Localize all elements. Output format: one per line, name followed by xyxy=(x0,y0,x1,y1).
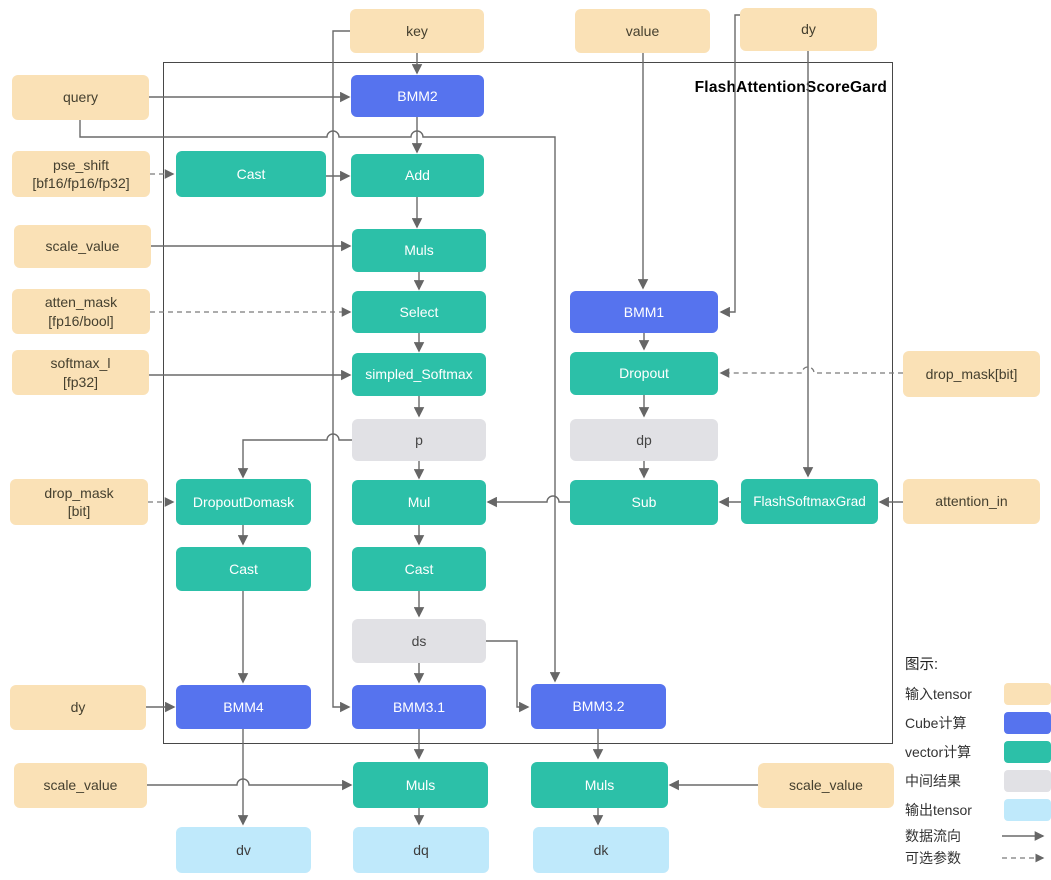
diagram-title: FlashAttentionScoreGard xyxy=(694,79,887,96)
node-sub: Sub xyxy=(570,480,718,525)
node-dk: dk xyxy=(533,827,669,873)
input-tensor-swatch xyxy=(1004,683,1051,705)
node-drop-mask-left: drop_mask [bit] xyxy=(10,479,148,525)
dashed-arrow-icon xyxy=(1002,852,1045,863)
node-add: Add xyxy=(351,154,484,197)
cube-swatch xyxy=(1004,712,1051,734)
output-tensor-swatch xyxy=(1004,799,1051,821)
node-attention-in: attention_in xyxy=(903,479,1040,524)
node-dp: dp xyxy=(570,419,718,461)
node-simpled-softmax: simpled_Softmax xyxy=(352,353,486,396)
solid-arrow-icon xyxy=(1002,830,1045,841)
node-scale-value-right: scale_value xyxy=(758,763,894,808)
intermediate-swatch xyxy=(1004,770,1051,792)
node-mul: Mul xyxy=(352,480,486,525)
legend-item-vector: vector计算 xyxy=(905,741,1051,763)
node-bmm3-1: BMM3.1 xyxy=(352,685,486,729)
node-bmm4: BMM4 xyxy=(176,685,311,729)
legend-label: vector计算 xyxy=(905,744,972,760)
node-drop-mask-right: drop_mask[bit] xyxy=(903,351,1040,397)
node-muls-dk: Muls xyxy=(531,762,668,808)
legend-item-input: 输入tensor xyxy=(905,683,1051,705)
node-select: Select xyxy=(352,291,486,333)
node-dy-left: dy xyxy=(10,685,146,730)
legend-item-dataflow: 数据流向 xyxy=(905,827,1051,844)
edge-scale-to-muls-dq xyxy=(147,778,353,791)
node-dv: dv xyxy=(176,827,311,873)
legend-item-output: 输出tensor xyxy=(905,799,1051,821)
legend: 图示: 输入tensor Cube计算 vector计算 中间结果 输出tens… xyxy=(905,653,1051,872)
node-ds: ds xyxy=(352,619,486,663)
legend-label: 输入tensor xyxy=(905,686,972,702)
node-bmm1: BMM1 xyxy=(570,291,718,333)
node-pse-shift: pse_shift [bf16/fp16/fp32] xyxy=(12,151,150,197)
legend-label: Cube计算 xyxy=(905,715,967,731)
vector-swatch xyxy=(1004,741,1051,763)
node-scale-value-left: scale_value xyxy=(14,225,151,268)
node-cast-ds: Cast xyxy=(352,547,486,591)
node-key: key xyxy=(350,9,484,53)
node-scale-value-bottom-left: scale_value xyxy=(14,763,147,808)
legend-item-intermediate: 中间结果 xyxy=(905,770,1051,792)
legend-item-optional: 可选参数 xyxy=(905,849,1051,866)
legend-label: 可选参数 xyxy=(905,849,961,866)
node-cast-left: Cast xyxy=(176,547,311,591)
legend-title: 图示: xyxy=(905,657,939,673)
node-bmm2: BMM2 xyxy=(351,75,484,117)
node-query: query xyxy=(12,75,149,120)
node-softmax-l: softmax_l [fp32] xyxy=(12,350,149,395)
legend-item-cube: Cube计算 xyxy=(905,712,1051,734)
node-dq: dq xyxy=(353,827,489,873)
node-cast-pse: Cast xyxy=(176,151,326,197)
legend-label: 输出tensor xyxy=(905,802,972,818)
node-bmm3-2: BMM3.2 xyxy=(531,684,666,729)
node-atten-mask: atten_mask [fp16/bool] xyxy=(12,289,150,334)
node-dropout: Dropout xyxy=(570,352,718,395)
node-p: p xyxy=(352,419,486,461)
node-dropout-domask: DropoutDomask xyxy=(176,479,311,525)
legend-label: 数据流向 xyxy=(905,827,961,844)
node-muls-scale: Muls xyxy=(352,229,486,272)
node-muls-dq: Muls xyxy=(353,762,488,808)
legend-label: 中间结果 xyxy=(905,773,961,789)
node-flash-softmax-grad: FlashSoftmaxGrad xyxy=(741,479,878,524)
node-value: value xyxy=(575,9,710,53)
node-dy-top: dy xyxy=(740,8,877,51)
